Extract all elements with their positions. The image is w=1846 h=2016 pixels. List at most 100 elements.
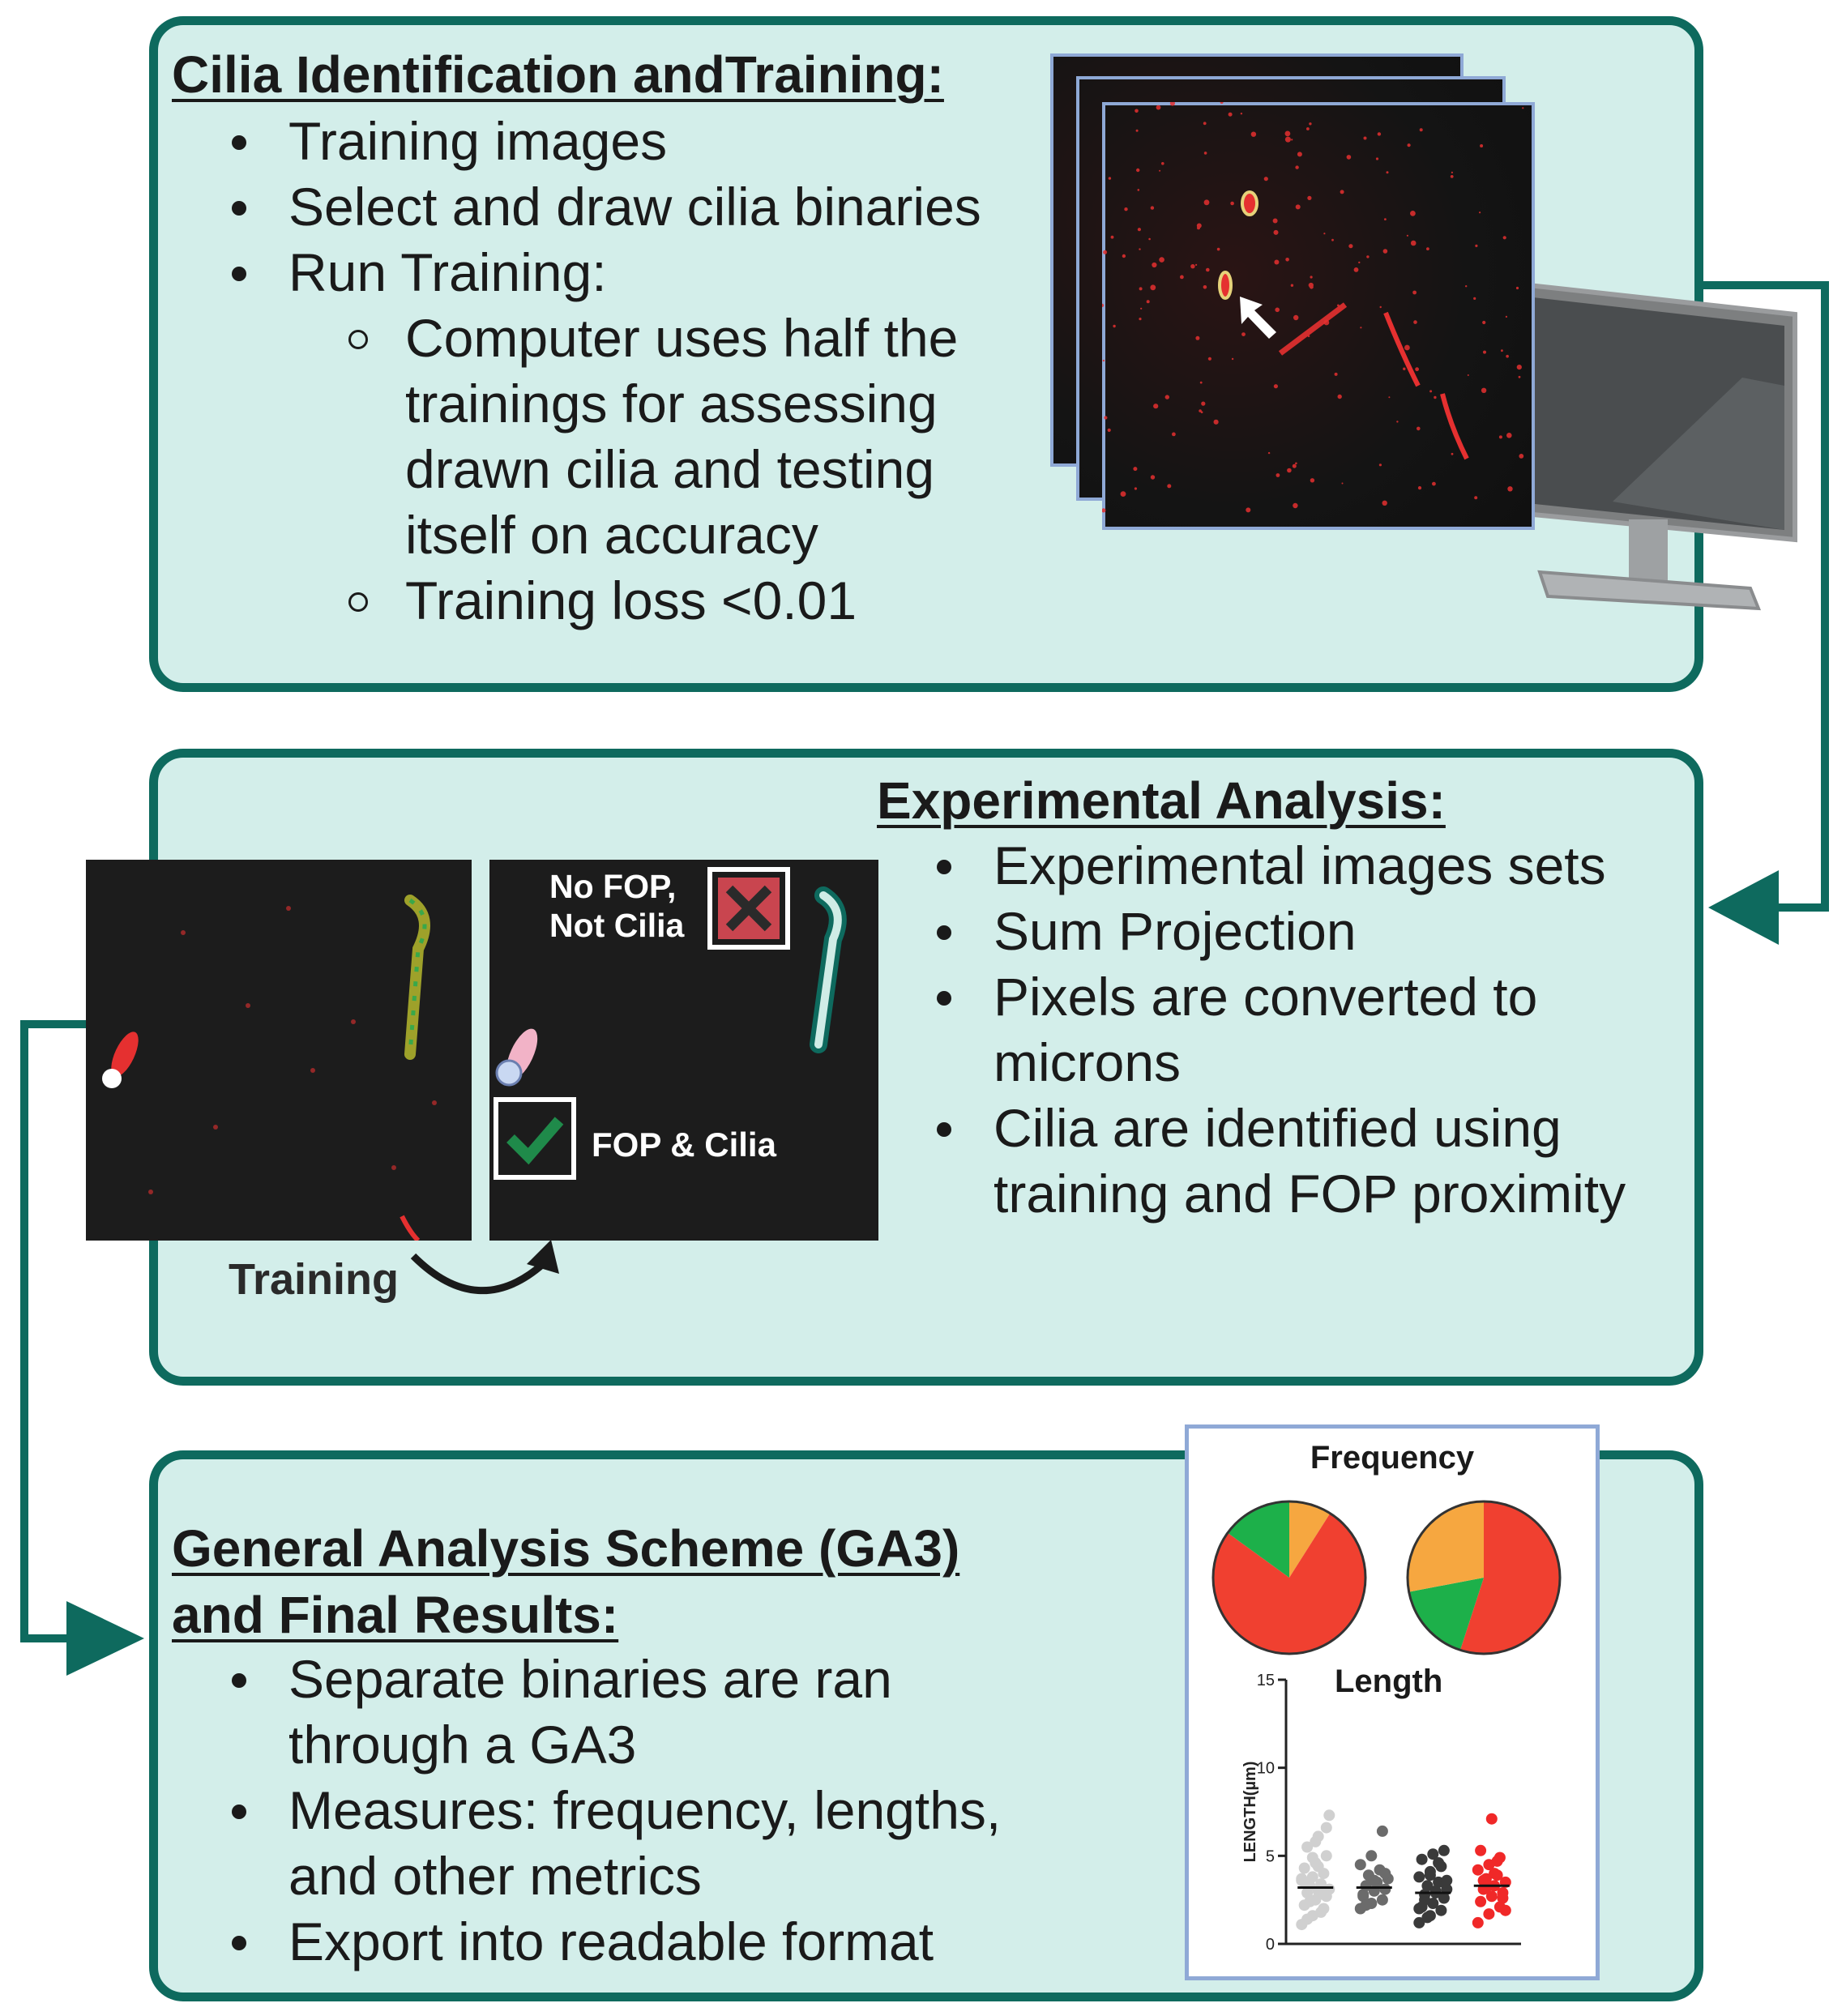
speckle xyxy=(1429,390,1433,393)
speckle xyxy=(1134,487,1137,490)
speckle xyxy=(1479,211,1481,214)
dot-group-4 xyxy=(1480,1881,1492,1894)
speckle xyxy=(1505,315,1507,318)
label-training: Training xyxy=(229,1255,400,1304)
dot-group-2 xyxy=(1354,1859,1366,1871)
speckle xyxy=(1150,284,1156,291)
speckle xyxy=(1410,211,1416,216)
speckle xyxy=(1295,204,1301,210)
speckle xyxy=(1358,261,1361,264)
dot-group-1 xyxy=(1310,1835,1322,1847)
speckle xyxy=(1412,290,1417,295)
speckle xyxy=(1379,305,1382,309)
speckle xyxy=(1516,365,1522,370)
speckle xyxy=(1207,357,1211,361)
frequency-pies xyxy=(1211,1500,1562,1655)
panel3-bullet-1: Separate binaries are ran through a GA3 xyxy=(172,1647,896,1778)
speckle xyxy=(1417,426,1421,431)
training-image-speckles xyxy=(1102,102,1524,513)
panel2-heading: Experimental Analysis: xyxy=(877,771,1446,830)
panel3-bullet-2: Measures: frequency, lengths, and other … xyxy=(172,1778,1018,1909)
speckle xyxy=(1483,350,1486,354)
speckle xyxy=(1353,267,1359,272)
dot-group-1 xyxy=(1298,1876,1310,1888)
speckle xyxy=(1481,387,1487,393)
speckle xyxy=(1502,236,1506,240)
pie-2-slice-3 xyxy=(1408,1501,1484,1592)
dot-group-1 xyxy=(1320,1850,1332,1862)
pie-1-slice-3 xyxy=(1227,1501,1289,1578)
speckle xyxy=(1153,404,1159,409)
speckle xyxy=(1228,112,1233,117)
speckle xyxy=(1199,381,1203,384)
speckle xyxy=(1133,467,1138,472)
speckle xyxy=(1240,113,1243,115)
speckle xyxy=(1146,300,1150,304)
speckle xyxy=(1295,165,1299,169)
speckle xyxy=(1334,372,1338,376)
dot-group-3 xyxy=(1427,1848,1439,1860)
speckle xyxy=(1139,318,1142,321)
speckle xyxy=(1337,394,1342,399)
speckle xyxy=(1241,332,1246,336)
speckle xyxy=(1150,206,1155,210)
speckle xyxy=(1206,267,1210,272)
speckle xyxy=(1161,162,1164,165)
dot-group-3 xyxy=(1413,1871,1425,1883)
speckle xyxy=(1482,320,1486,325)
dot-group-3 xyxy=(1416,1853,1428,1865)
dot-group-1 xyxy=(1301,1841,1314,1853)
speckle xyxy=(1386,171,1389,174)
dot-group-4 xyxy=(1475,1895,1487,1907)
speckle xyxy=(1284,136,1291,143)
speckle xyxy=(1213,419,1219,425)
speckle xyxy=(1159,169,1161,172)
speckle xyxy=(1480,144,1484,147)
speckle xyxy=(1434,395,1437,399)
panel3-heading-line2: and Final Results: xyxy=(172,1586,619,1644)
dot-group-2 xyxy=(1376,1825,1388,1837)
speckle xyxy=(1403,367,1406,370)
dot-group-2 xyxy=(1368,1874,1380,1886)
speckle xyxy=(1407,143,1411,147)
dot-group-3 xyxy=(1438,1892,1450,1904)
speckle xyxy=(1426,247,1429,250)
dot-group-4 xyxy=(1499,1904,1511,1916)
speckle xyxy=(1201,401,1206,406)
dot-group-1 xyxy=(1312,1860,1324,1873)
dot-group-3 xyxy=(1433,1857,1445,1869)
speckle xyxy=(1267,451,1271,455)
dot-group-2 xyxy=(1365,1850,1378,1862)
panel3-heading: General Analysis Scheme (GA3) and Final … xyxy=(172,1515,959,1648)
speckle xyxy=(1216,247,1220,251)
panel3-bullets: Separate binaries are ran through a GA3 … xyxy=(172,1647,1063,1975)
speckle xyxy=(1197,226,1200,230)
training-curved-arrow-icon xyxy=(410,1240,559,1295)
speckle xyxy=(1522,107,1524,109)
speckle xyxy=(1432,481,1436,486)
training-image-front xyxy=(1102,102,1535,530)
speckle xyxy=(1450,175,1454,178)
speckle xyxy=(1295,462,1297,465)
accept-checkbox xyxy=(494,1097,576,1180)
panel3-bullet-3: Export into readable format xyxy=(172,1909,1063,1975)
speckle xyxy=(1122,254,1126,258)
speckle xyxy=(1382,249,1388,254)
speckle xyxy=(1107,428,1111,432)
dot-group-4 xyxy=(1485,1890,1498,1903)
speckle xyxy=(1306,127,1310,130)
speckle xyxy=(1375,157,1379,160)
speckle xyxy=(1465,285,1468,288)
speckle xyxy=(1203,122,1207,126)
speckle xyxy=(1148,237,1151,241)
speckle xyxy=(1135,129,1139,132)
speckle xyxy=(1250,131,1257,137)
speckle xyxy=(1230,201,1234,206)
dot-group-1 xyxy=(1306,1852,1318,1864)
dot-group-4 xyxy=(1485,1813,1498,1825)
dot-group-3 xyxy=(1441,1874,1453,1886)
length-title: Length xyxy=(1335,1664,1443,1699)
speckle xyxy=(1310,284,1314,289)
dot-group-4 xyxy=(1472,1864,1484,1876)
